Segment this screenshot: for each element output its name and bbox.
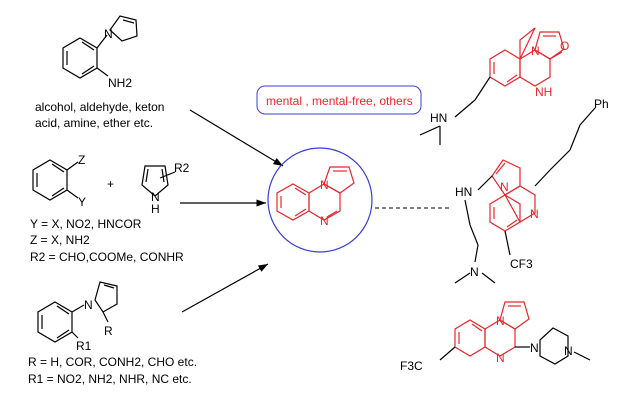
- route-1-text-2: acid, amine, ether etc.: [35, 116, 153, 130]
- arrow-route-1: [189, 109, 284, 167]
- p1-o: O: [560, 39, 569, 53]
- product-1: N O NH HN: [419, 27, 569, 145]
- p2-cf3: CF3: [510, 257, 533, 271]
- p3-n1: N: [496, 314, 505, 328]
- p3-n2: N: [496, 351, 505, 365]
- nh-h-label: H: [151, 202, 160, 216]
- route-2-text-1: Y = X, NO2, HNCOR: [30, 217, 142, 231]
- arrow-route-3: [181, 263, 269, 313]
- route-1-pyrrolyl-aniline: N NH2 alcohol, aldehyde, keton acid, ami…: [35, 15, 164, 130]
- product-2: N N Ph HN N CF3: [454, 97, 609, 284]
- p1-hn: HN: [430, 111, 447, 125]
- p3-n3: N: [530, 341, 539, 355]
- p2-ph: Ph: [594, 97, 609, 111]
- r1-label: R1: [76, 339, 92, 353]
- plus-sign: +: [107, 177, 114, 191]
- route-2-text-3: R2 = CHO,COOMe, CONHR: [30, 250, 184, 264]
- product-3: N N F3C N N: [400, 301, 591, 373]
- y-label: Y: [78, 195, 86, 209]
- route-3-pyrrolyl-arene: N R R1 R = H, COR, CONH2, CHO etc. R1 = …: [28, 281, 197, 386]
- p2-n3: N: [470, 265, 479, 279]
- nh2-label: NH2: [108, 76, 132, 90]
- catalyst-label-box: [256, 85, 422, 115]
- p2-n1: N: [500, 180, 509, 194]
- route-2-benzene-pyrrole: Z Y + R2 N H Y = X, NO2, HNCOR Z = X, NH…: [30, 153, 190, 264]
- z-label: Z: [78, 153, 85, 167]
- target-circle: [267, 147, 373, 253]
- route-3-text-2: R1 = NO2, NH2, NHR, NC etc.: [28, 372, 192, 386]
- n-label: N: [84, 298, 93, 312]
- route-1-text-1: alcohol, aldehyde, keton: [35, 100, 164, 114]
- p1-n: N: [531, 44, 540, 58]
- r2-label: R2: [174, 161, 190, 175]
- pyrrole-n-label: N: [104, 27, 113, 41]
- p3-n4: N: [564, 344, 573, 358]
- route-3-text-1: R = H, COR, CONH2, CHO etc.: [28, 355, 197, 369]
- p3-f3c: F3C: [400, 359, 423, 373]
- p1-nh: NH: [535, 85, 552, 99]
- core-n2: N: [320, 214, 329, 228]
- nh-n-label: N: [151, 190, 160, 204]
- r-label: R: [104, 324, 113, 338]
- route-2-text-2: Z = X, NH2: [30, 233, 90, 247]
- p2-hn: HN: [455, 185, 472, 199]
- catalyst-label: mental , mental-free, others: [266, 94, 413, 108]
- pyrrolo-quinoxaline-core: N N: [276, 166, 355, 228]
- p2-n2: N: [530, 207, 539, 221]
- core-n1: N: [320, 178, 329, 192]
